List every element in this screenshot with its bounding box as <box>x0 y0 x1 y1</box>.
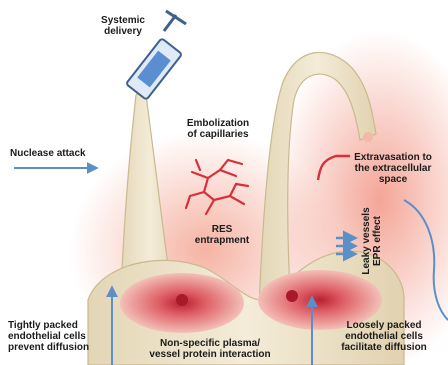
lumen-core-left <box>176 294 188 306</box>
label-embolization: Embolization of capillaries <box>172 118 264 140</box>
label-res-entrapment: RES entrapment <box>186 224 258 246</box>
label-nonspecific: Non-specific plasma/ vessel protein inte… <box>140 338 280 360</box>
lumen-core-right <box>286 290 298 302</box>
label-leaky-vessels: Leaky vessels EPR effect <box>361 199 383 283</box>
vessel-tip <box>363 132 373 142</box>
label-extravasation: Extravasation to the extracellular space <box>338 152 448 185</box>
label-loosely-packed: Loosely packed endothelial cells facilit… <box>322 320 446 353</box>
label-tightly-packed: Tightly packed endothelial cells prevent… <box>8 320 118 353</box>
label-systemic-delivery: Systemic delivery <box>88 15 158 37</box>
label-nuclease-attack: Nuclease attack <box>10 148 120 159</box>
